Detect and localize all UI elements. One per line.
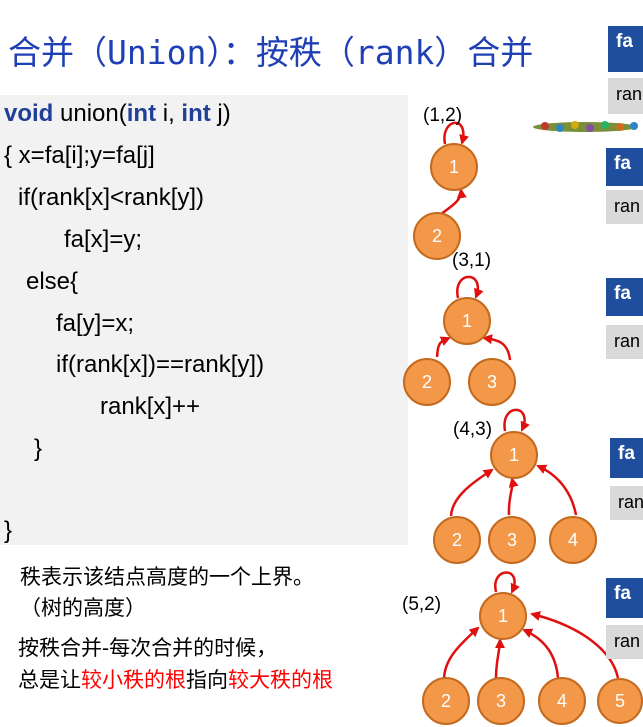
svg-text:3: 3 <box>496 691 506 711</box>
union-rule-line-1: 按秩合并-每次合并的时候， <box>18 636 278 660</box>
code-line-4: fa[x]=y; <box>64 226 143 253</box>
tree1-label: (1,2) <box>423 105 463 126</box>
svg-text:1: 1 <box>509 445 519 465</box>
side-panel-2-fa: fa <box>606 148 643 186</box>
tree2-node-1: 1 <box>443 297 491 345</box>
tree4-node-3: 3 <box>477 677 525 725</box>
side-panel-5-rank: ran <box>606 625 643 659</box>
tree2-node-3: 3 <box>468 358 516 406</box>
code-line-10: } <box>4 517 13 544</box>
tree2-node-2: 2 <box>403 358 451 406</box>
decorative-caterpillar-image <box>533 121 638 132</box>
code-line-2: { x=fa[i];y=fa[j] <box>4 142 155 169</box>
tree4-edge-5-to-1 <box>530 611 620 679</box>
rank-note-2: （树的高度） <box>20 596 146 620</box>
tree3-edge-4-to-1 <box>536 464 578 516</box>
code-line-6: fa[y]=x; <box>56 310 135 337</box>
side-panel-1-rank: ran <box>608 78 643 114</box>
code-line-7: if(rank[x])==rank[y]) <box>56 351 265 378</box>
tree4-edge-2-to-1 <box>442 626 480 681</box>
tree4-node-2: 2 <box>422 677 470 725</box>
tree4-node-1: 1 <box>479 592 527 640</box>
tree4-node-5: 5 <box>597 678 643 724</box>
rank-note: 秩表示该结点高度的一个上界。 <box>20 565 314 589</box>
code-line-9: } <box>34 435 43 462</box>
tree4-edge-3-to-1 <box>494 638 505 679</box>
svg-text:4: 4 <box>557 691 567 711</box>
svg-text:1: 1 <box>449 157 459 177</box>
tree1-self-loop-arrow <box>443 121 469 145</box>
side-panel-5-fa: fa <box>606 578 643 618</box>
svg-text:5: 5 <box>615 691 625 711</box>
tree3-edge-3-to-1 <box>507 477 519 516</box>
tree2-self-loop-arrow <box>456 275 484 299</box>
tree1-node-1: 1 <box>430 143 478 191</box>
tree3-edge-2-to-1 <box>449 468 494 517</box>
code-line-5: else{ <box>26 268 79 295</box>
side-panel-3-fa: fa <box>606 278 643 316</box>
tree3-node-1: 1 <box>490 431 538 479</box>
svg-text:2: 2 <box>422 372 432 392</box>
tree3-node-3: 3 <box>488 516 536 564</box>
side-panel-4-fa: fa <box>610 438 643 478</box>
svg-text:2: 2 <box>441 691 451 711</box>
tree3-node-2: 2 <box>433 516 481 564</box>
tree2-label: (3,1) <box>452 250 492 271</box>
side-panel-1-fa: fa <box>608 26 643 72</box>
tree3-node-4: 4 <box>549 516 597 564</box>
side-panel-4-rank: ran <box>610 486 643 520</box>
slide-title: 合并（Union）：按秩（rank）合并 <box>8 33 534 72</box>
code-block: void union(int i, int j) { x=fa[i];y=fa[… <box>0 95 408 545</box>
side-panel-3-rank: ran <box>606 325 643 359</box>
tree3-label: (4,3) <box>453 419 493 440</box>
tree4-node-4: 4 <box>538 677 586 725</box>
code-line-1: void union(int i, int j) <box>4 100 231 127</box>
svg-text:2: 2 <box>432 226 442 246</box>
tree1-edge-2-to-1 <box>440 188 467 216</box>
svg-text:1: 1 <box>498 606 508 626</box>
tree3-self-loop-arrow <box>503 408 530 432</box>
tree2-edge-2-to-1 <box>435 336 451 358</box>
side-panel-2-rank: ran <box>606 190 643 224</box>
code-line-8: rank[x]++ <box>100 393 201 420</box>
code-line-3: if(rank[x]<rank[y]) <box>18 184 205 211</box>
svg-text:1: 1 <box>462 311 472 331</box>
svg-text:3: 3 <box>487 372 497 392</box>
svg-text:4: 4 <box>568 530 578 550</box>
tree4-label: (5,2) <box>402 594 442 615</box>
tree1-node-2: 2 <box>413 212 461 260</box>
svg-text:3: 3 <box>507 530 517 550</box>
union-rule-line-2: 总是让较小秩的根指向较大秩的根 <box>18 668 333 692</box>
tree4-self-loop-arrow <box>494 571 520 594</box>
tree2-edge-3-to-1 <box>482 334 512 361</box>
svg-text:2: 2 <box>452 530 462 550</box>
tree4-edge-4-to-1 <box>522 628 560 679</box>
